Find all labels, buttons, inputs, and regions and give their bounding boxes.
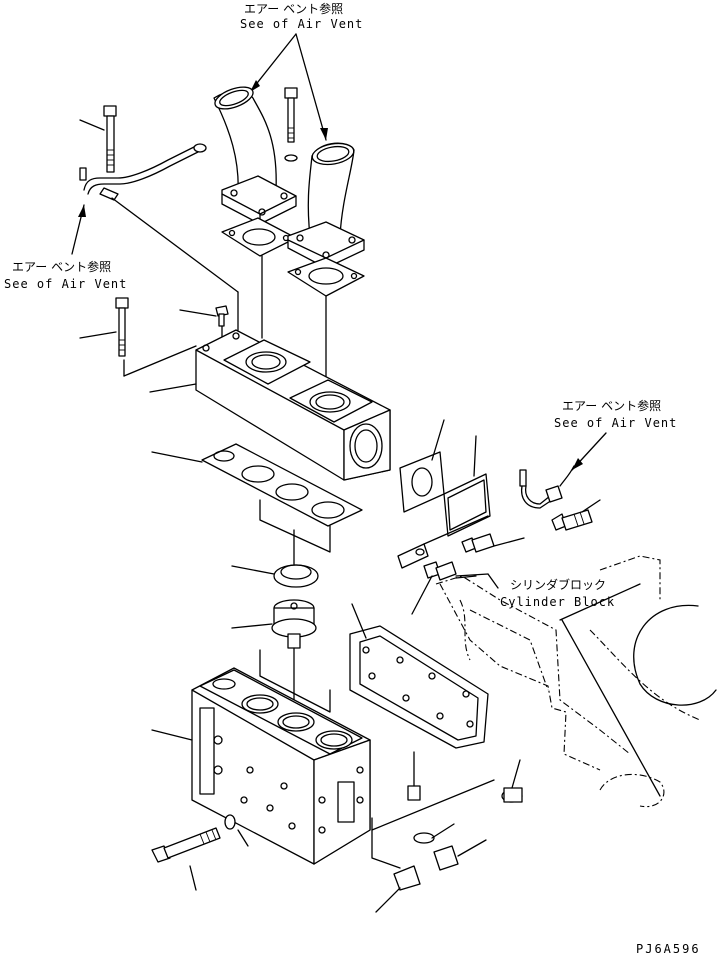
bracket-bolt	[461, 533, 525, 553]
manifold-long-bolt	[79, 297, 197, 377]
cover-plate-gasket	[399, 419, 445, 513]
thermostat	[231, 599, 317, 649]
cylinder-block-en: Cylinder Block	[500, 595, 616, 609]
cover-plate	[443, 435, 491, 537]
drain-plug-large	[371, 759, 523, 831]
side-cover-gasket	[349, 603, 489, 749]
right-callout-jp: エアー ベント参照	[562, 399, 662, 413]
top-callout-leaders	[249, 33, 328, 141]
water-manifold	[149, 329, 391, 481]
water-outlet-elbow-right	[287, 142, 365, 269]
bracket-bolt-2	[411, 561, 499, 615]
cylinder-block-outline	[435, 555, 717, 808]
washer-and-plug	[371, 817, 487, 913]
cylinder-block-jp: シリンダブロック	[510, 578, 607, 592]
elbow-gasket-left	[221, 217, 297, 257]
left-callout-en: See of Air Vent	[4, 277, 128, 291]
drawing-code: PJ6A596	[636, 942, 701, 956]
top-callout-en: See of Air Vent	[240, 17, 364, 31]
long-bolt-top-left	[79, 105, 117, 173]
top-callout-jp: エアー ベント参照	[244, 2, 344, 16]
right-callout-en: See of Air Vent	[554, 416, 678, 430]
housing-bolt	[151, 814, 249, 891]
elbow-bolt	[284, 87, 298, 162]
bracket	[397, 515, 489, 569]
thermostat-housing	[151, 667, 371, 865]
manifold-gasket	[151, 443, 363, 553]
vent-cock-assembly	[519, 465, 601, 531]
water-outlet-elbow-left	[213, 86, 297, 225]
elbow-gasket-right	[287, 257, 365, 297]
left-callout-leader	[71, 204, 86, 255]
air-vent-tube	[79, 143, 239, 331]
left-callout-jp: エアー ベント参照	[12, 260, 112, 274]
drain-plug-small	[407, 751, 421, 801]
right-callout-leader	[571, 432, 607, 471]
seal-ring	[231, 564, 319, 588]
